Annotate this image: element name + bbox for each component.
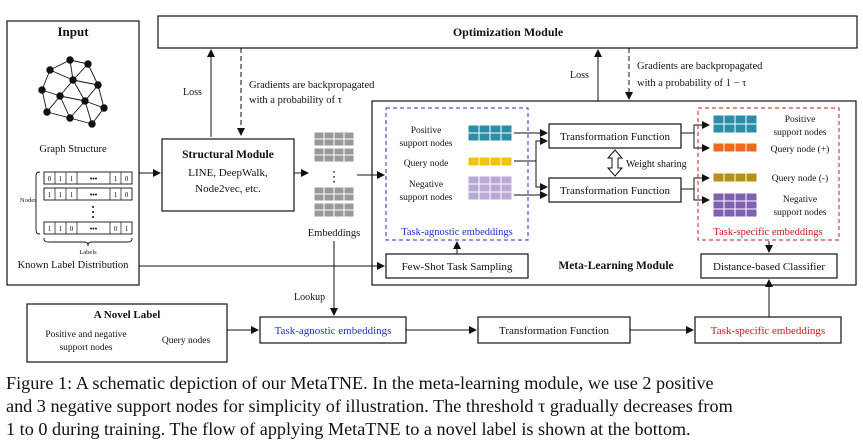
metatne-diagram: Input Graph Structure Nodes [6, 15, 858, 363]
out-positive-label-2: support nodes [773, 128, 826, 138]
matrix-cell: 1 [125, 225, 129, 233]
graph-structure-label: Graph Structure [39, 144, 107, 155]
task-agnostic-box [385, 107, 529, 241]
lookup-label: Lookup [294, 292, 325, 303]
novel-transformation-label: Transformation Function [499, 325, 609, 337]
novel-pos-neg-label-2: support nodes [59, 343, 112, 353]
novel-task-agnostic-label: Task-agnostic embeddings [275, 325, 392, 337]
weight-sharing-arrow [606, 149, 624, 177]
optimization-module-title: Optimization Module [453, 25, 564, 39]
query-node-label: Query node [404, 159, 449, 169]
task-specific-label: Task-specific embeddings [713, 227, 822, 238]
loss-label-left: Loss [183, 87, 202, 98]
meta-learning-title: Meta-Learning Module [558, 260, 673, 272]
task-agnostic-label: Task-agnostic embeddings [401, 227, 513, 238]
input-title: Input [57, 24, 89, 39]
query-to-transform-top-arrow [514, 137, 548, 162]
matrix-row-1 [43, 171, 133, 185]
caption-line-3: 1 to 0 during training. The flow of appl… [6, 419, 691, 439]
optimization-module [157, 15, 858, 49]
matrix-cell: 1 [70, 175, 74, 183]
embeddings-ellipsis: ⋮ [327, 170, 341, 185]
transform-to-query-pos-arrow [693, 133, 710, 152]
matrix-cell: ••• [90, 191, 98, 199]
novel-task-specific-box [694, 316, 842, 344]
transformation-function-top-label: Transformation Function [560, 131, 670, 143]
gradient-text-left-1: Gradients are backpropagated [249, 80, 375, 91]
transform-to-pos-out-arrow [681, 121, 710, 134]
matrix-cell: 0 [48, 175, 52, 183]
label-matrix: Nodes 0 1 1 ••• 1 0 1 1 1 ••• 1 [20, 171, 133, 256]
loss-label-right: Loss [570, 70, 589, 81]
known-label-distribution: Known Label Distribution [18, 260, 130, 271]
query-node-embedding [467, 156, 513, 167]
out-query-positive-label: Query node (+) [771, 144, 830, 155]
matrix-cell: 0 [125, 191, 129, 199]
structural-methods-line2: Node2vec, etc. [195, 183, 261, 195]
out-positive-label-1: Positive [785, 115, 816, 125]
distance-based-classifier-label: Distance-based Classifier [713, 261, 825, 273]
transformation-function-bottom [548, 177, 682, 203]
transform-to-neg-out-arrow [693, 189, 710, 204]
matrix-cell: 1 [48, 191, 52, 199]
matrix-cell: 0 [70, 225, 74, 233]
structural-methods-line1: LINE, DeepWalk, [188, 167, 268, 179]
positive-support-label-1: Positive [411, 126, 442, 136]
graph-structure-drawing [38, 56, 108, 128]
structural-module-title: Structural Module [182, 149, 274, 161]
positive-support-embeddings [467, 124, 513, 142]
nodes-axis-label: Nodes [20, 197, 37, 204]
matrix-cell: ••• [90, 225, 98, 233]
novel-label-box [26, 303, 228, 363]
transform-to-query-neg-arrow [681, 174, 710, 190]
negative-task-specific-embeddings [712, 192, 758, 218]
matrix-cell: 1 [59, 191, 63, 199]
matrix-cell: 0 [114, 225, 118, 233]
caption-line-1: Figure 1: A schematic depiction of our M… [6, 373, 714, 393]
caption-line-2: and 3 negative support nodes for simplic… [6, 396, 733, 416]
novel-label-title: A Novel Label [94, 309, 161, 321]
matrix-cell: 1 [59, 225, 63, 233]
meta-learning-module [371, 100, 857, 286]
matrix-cell: 0 [125, 175, 129, 183]
novel-query-label: Query nodes [162, 336, 211, 346]
novel-task-specific-label: Task-specific embeddings [711, 325, 825, 337]
query-positive-embedding [712, 142, 758, 153]
gradient-text-left-2: with a probability of τ [249, 95, 342, 106]
negative-support-embeddings [467, 175, 513, 201]
query-to-transform-bottom-arrow [535, 161, 548, 191]
embeddings-label: Embeddings [308, 228, 361, 239]
matrix-cell: 1 [114, 191, 118, 199]
matrix-cell: 1 [70, 191, 74, 199]
out-query-negative-label: Query node (-) [772, 173, 828, 184]
matrix-cell: 1 [114, 175, 118, 183]
input-panel [6, 20, 140, 286]
query-negative-embedding [712, 172, 758, 183]
embeddings-blocks [313, 131, 355, 218]
matrix-row-3 [43, 221, 133, 235]
matrix-row-2 [43, 187, 133, 201]
figure-caption: Figure 1: A schematic depiction of our M… [6, 372, 858, 441]
negative-support-label-1: Negative [409, 180, 443, 190]
few-shot-task-sampling-label: Few-Shot Task Sampling [402, 261, 513, 273]
transformation-function-top [548, 123, 682, 149]
matrix-cell: ••• [90, 175, 98, 183]
matrix-cell: 1 [48, 225, 52, 233]
labels-axis-label: Labels [79, 249, 97, 256]
negative-support-label-2: support nodes [399, 193, 452, 203]
out-negative-label-2: support nodes [773, 208, 826, 218]
matrix-cell: 1 [59, 175, 63, 183]
gradient-text-right-2: with a probability of 1 − τ [637, 78, 746, 89]
positive-task-specific-embeddings [712, 114, 758, 134]
task-specific-box [697, 107, 840, 241]
weight-sharing-label: Weight sharing [626, 159, 687, 170]
distance-based-classifier [700, 253, 838, 279]
gradient-text-right-1: Gradients are backpropagated [637, 61, 763, 72]
structural-module [161, 138, 295, 212]
out-negative-label-1: Negative [783, 195, 817, 205]
novel-pos-neg-label-1: Positive and negative [45, 330, 126, 340]
positive-support-label-2: support nodes [399, 139, 452, 149]
transformation-function-bottom-label: Transformation Function [560, 185, 670, 197]
